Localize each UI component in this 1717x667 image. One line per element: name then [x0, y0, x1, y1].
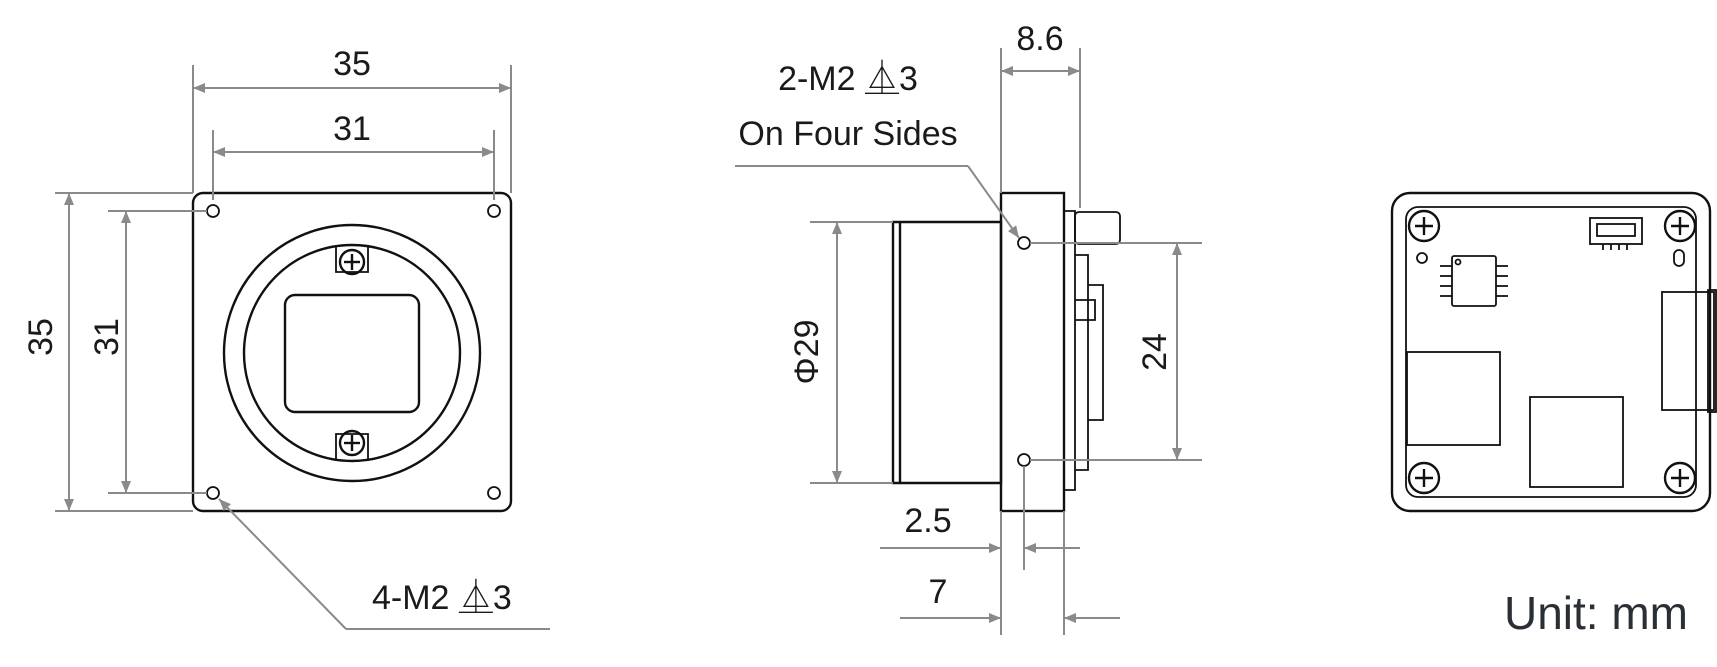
side-hole-top: [1017, 236, 1031, 250]
offset-large-label: 7: [929, 573, 948, 611]
rear-indicator: [1416, 252, 1428, 264]
rear-screw-top-right: [1663, 209, 1697, 243]
front-body-outline: [191, 191, 513, 513]
offset-small-label: 2.5: [904, 502, 951, 540]
callout-4-m2-label: 4-M2 ⏅3: [372, 578, 512, 617]
side-rear-board: [1064, 210, 1076, 491]
callout-4-m2: 4-M2 ⏅3: [218, 498, 550, 630]
sensor-window: [283, 293, 421, 414]
dimension-height-outer: 35: [22, 192, 193, 512]
rear-connector-top: [1589, 217, 1643, 250]
dimension-offset-small: 2.5: [880, 466, 1080, 635]
dimension-hole-spacing: 24: [1030, 242, 1202, 461]
rear-view: [1390, 191, 1717, 513]
rear-component-right: [1529, 396, 1624, 488]
lens-mount-inner-ring: [242, 243, 462, 463]
depth-label: 8.6: [1016, 20, 1063, 58]
rear-ic-chip: [1440, 255, 1508, 307]
side-view: 8.6 2-M2 ⏅3 On Four Sides Φ29 24: [735, 20, 1202, 635]
callout-2-m2-line1: 2-M2 ⏅3: [778, 59, 918, 98]
rear-slot: [1673, 249, 1685, 267]
lens-mount-outer-ring: [222, 223, 482, 483]
side-main-body: [999, 191, 1066, 513]
hole-spacing-label: 24: [1136, 333, 1174, 371]
width-outer-label: 35: [333, 45, 371, 83]
callout-2-m2-line2: On Four Sides: [738, 115, 957, 153]
rear-screw-bottom-right: [1663, 461, 1697, 495]
rear-screw-top-left: [1407, 209, 1441, 243]
dimension-width-holes: 31: [212, 110, 495, 200]
screw-top: [335, 245, 369, 276]
width-holes-label: 31: [333, 110, 371, 148]
mounting-hole-top-left: [206, 204, 220, 218]
dimension-diameter: Φ29: [788, 221, 893, 484]
dimension-depth: 8.6: [1000, 20, 1081, 208]
dimension-height-holes: 31: [88, 210, 207, 494]
dimension-offset-large: 7: [900, 511, 1120, 635]
height-holes-label: 31: [88, 318, 126, 356]
front-view: 35 31 35 31 4-M2 ⏅3: [22, 45, 550, 630]
callout-2-m2: 2-M2 ⏅3 On Four Sides: [735, 59, 1020, 239]
side-hole-bottom: [1017, 453, 1031, 467]
rear-body-outline: [1390, 191, 1712, 513]
side-lens-mount: [891, 220, 1003, 485]
rear-component-left: [1406, 351, 1501, 446]
rear-screw-bottom-left: [1407, 461, 1441, 495]
screw-bottom: [335, 429, 369, 461]
mounting-hole-bottom-left: [206, 486, 220, 500]
height-outer-label: 35: [22, 318, 60, 356]
mounting-hole-bottom-right: [487, 486, 501, 500]
rear-pcb-outline: [1405, 206, 1697, 498]
rear-side-connector: [1661, 289, 1717, 413]
mounting-hole-top-right: [487, 204, 501, 218]
unit-label: Unit: mm: [1504, 587, 1688, 639]
dimension-width-outer: 35: [192, 45, 512, 193]
diameter-label: Φ29: [788, 320, 826, 385]
